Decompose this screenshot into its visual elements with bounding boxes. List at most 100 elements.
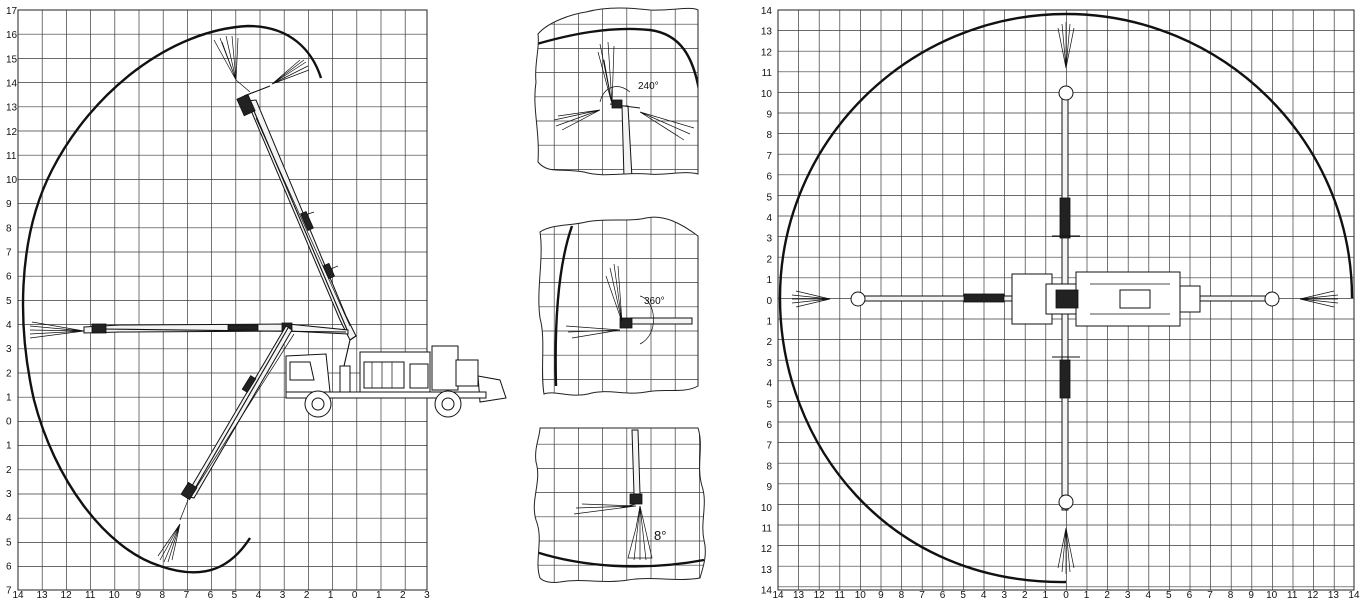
right-y-tick-label: 14 [761, 586, 773, 597]
left-x-tick-label: 5 [232, 590, 238, 600]
right-reach-circle [778, 12, 1354, 584]
spray-nozzle-top-1 [213, 35, 239, 81]
left-grid-frame [17, 9, 428, 591]
right-x-tick-label: 14 [1348, 590, 1360, 600]
right-y-tick-label: 2 [766, 254, 772, 265]
left-y-tick-label: 0 [6, 417, 12, 428]
right-y-tick-label: 6 [766, 420, 772, 431]
right-y-tick-label: 14 [761, 6, 773, 17]
left-x-tick-label: 11 [85, 590, 96, 600]
right-y-tick-label: 12 [761, 47, 773, 58]
right-x-tick-label: 1 [1043, 590, 1049, 600]
angle-label-8: 8° [654, 528, 666, 543]
detail-panel-tilt-8 [534, 428, 706, 583]
right-x-tick-label: 6 [940, 590, 946, 600]
right-y-tick-label: 3 [766, 358, 772, 369]
right-y-tick-label: 11 [762, 68, 773, 79]
detail-panel-rotation-240 [534, 8, 698, 175]
right-y-tick-label: 1 [766, 275, 772, 286]
right-y-tick-label: 9 [766, 110, 772, 121]
left-y-tick-label: 14 [6, 78, 18, 89]
left-x-tick-label: 10 [109, 590, 121, 600]
right-x-tick-label: 14 [772, 590, 784, 600]
left-x-tick-label: 1 [376, 590, 382, 600]
left-y-tick-label: 7 [6, 586, 12, 597]
right-x-tick-label: 3 [1001, 590, 1007, 600]
left-y-tick-label: 3 [6, 489, 12, 500]
right-x-tick-label: 10 [1266, 590, 1278, 600]
left-x-tick-label: 2 [400, 590, 406, 600]
left-x-tick-label: 7 [184, 590, 190, 600]
right-y-tick-label: 11 [762, 524, 773, 535]
right-x-tick-label: 7 [1207, 590, 1213, 600]
truck-side-view [285, 335, 507, 418]
left-x-tick-label: 8 [160, 590, 166, 600]
right-y-tick-label: 13 [761, 27, 773, 38]
boom-vertical [235, 79, 357, 341]
left-y-tick-label: 5 [6, 537, 12, 548]
right-x-tick-label: 1 [1084, 590, 1090, 600]
right-x-tick-label: 5 [1166, 590, 1172, 600]
left-y-tick-label: 10 [6, 175, 18, 186]
right-x-tick-label: 13 [1328, 590, 1340, 600]
right-y-tick-label: 2 [766, 337, 772, 348]
left-x-tick-label: 2 [304, 590, 310, 600]
left-x-tick-label: 9 [135, 590, 141, 600]
right-x-tick-label: 5 [960, 590, 966, 600]
right-y-tick-label: 7 [766, 151, 772, 162]
right-y-tick-label: 12 [761, 544, 773, 555]
spray-nozzle-left [29, 321, 85, 339]
left-x-tick-label: 13 [36, 590, 48, 600]
left-y-tick-label: 6 [6, 561, 12, 572]
right-x-tick-label: 9 [878, 590, 884, 600]
right-y-tick-label: 7 [766, 441, 772, 452]
left-y-tick-label: 4 [6, 513, 12, 524]
right-y-tick-label: 8 [766, 130, 772, 141]
right-y-tick-label: 0 [766, 296, 772, 307]
truck-plan-view [1011, 271, 1201, 327]
left-y-tick-label: 13 [6, 103, 18, 114]
left-x-tick-label: 0 [352, 590, 358, 600]
left-x-tick-label: 12 [61, 590, 73, 600]
left-y-tick-label: 1 [6, 392, 12, 403]
right-x-tick-label: 12 [814, 590, 826, 600]
left-y-tick-label: 2 [6, 465, 12, 476]
right-x-tick-label: 13 [793, 590, 805, 600]
right-y-tick-label: 13 [761, 565, 773, 576]
right-grid-frame [777, 9, 1355, 591]
spray-nozzle-plan-left [791, 290, 831, 308]
left-y-tick-label: 16 [6, 30, 18, 41]
left-x-tick-label: 14 [12, 590, 24, 600]
left-y-tick-label: 9 [6, 199, 12, 210]
left-x-tick-label: 3 [280, 590, 286, 600]
spray-nozzle-bottom [157, 523, 181, 563]
left-y-tick-label: 4 [6, 320, 12, 331]
angle-label-240: 240° [638, 81, 659, 92]
boom-downward [179, 325, 295, 521]
right-x-tick-label: 7 [919, 590, 925, 600]
right-y-tick-label: 1 [766, 317, 772, 328]
right-x-tick-label: 3 [1125, 590, 1131, 600]
spray-nozzle-plan-top [1057, 22, 1075, 69]
angle-label-360: 360° [644, 296, 665, 307]
right-x-tick-label: 4 [981, 590, 987, 600]
left-y-tick-label: 15 [6, 54, 18, 65]
left-x-tick-label: 6 [208, 590, 214, 600]
left-reach-envelope [21, 24, 323, 574]
left-y-tick-label: 12 [6, 127, 18, 138]
right-y-tick-label: 5 [766, 399, 772, 410]
left-y-tick-label: 6 [6, 272, 12, 283]
right-x-tick-label: 12 [1307, 590, 1319, 600]
left-y-tick-label: 5 [6, 296, 12, 307]
right-x-tick-label: 8 [1228, 590, 1234, 600]
left-y-tick-label: 1 [6, 441, 12, 452]
right-x-tick-label: 11 [835, 590, 846, 600]
right-y-tick-label: 3 [766, 234, 772, 245]
left-x-tick-label: 1 [328, 590, 334, 600]
right-y-tick-label: 8 [766, 461, 772, 472]
right-y-tick-label: 5 [766, 192, 772, 203]
left-x-tick-label: 3 [424, 590, 430, 600]
